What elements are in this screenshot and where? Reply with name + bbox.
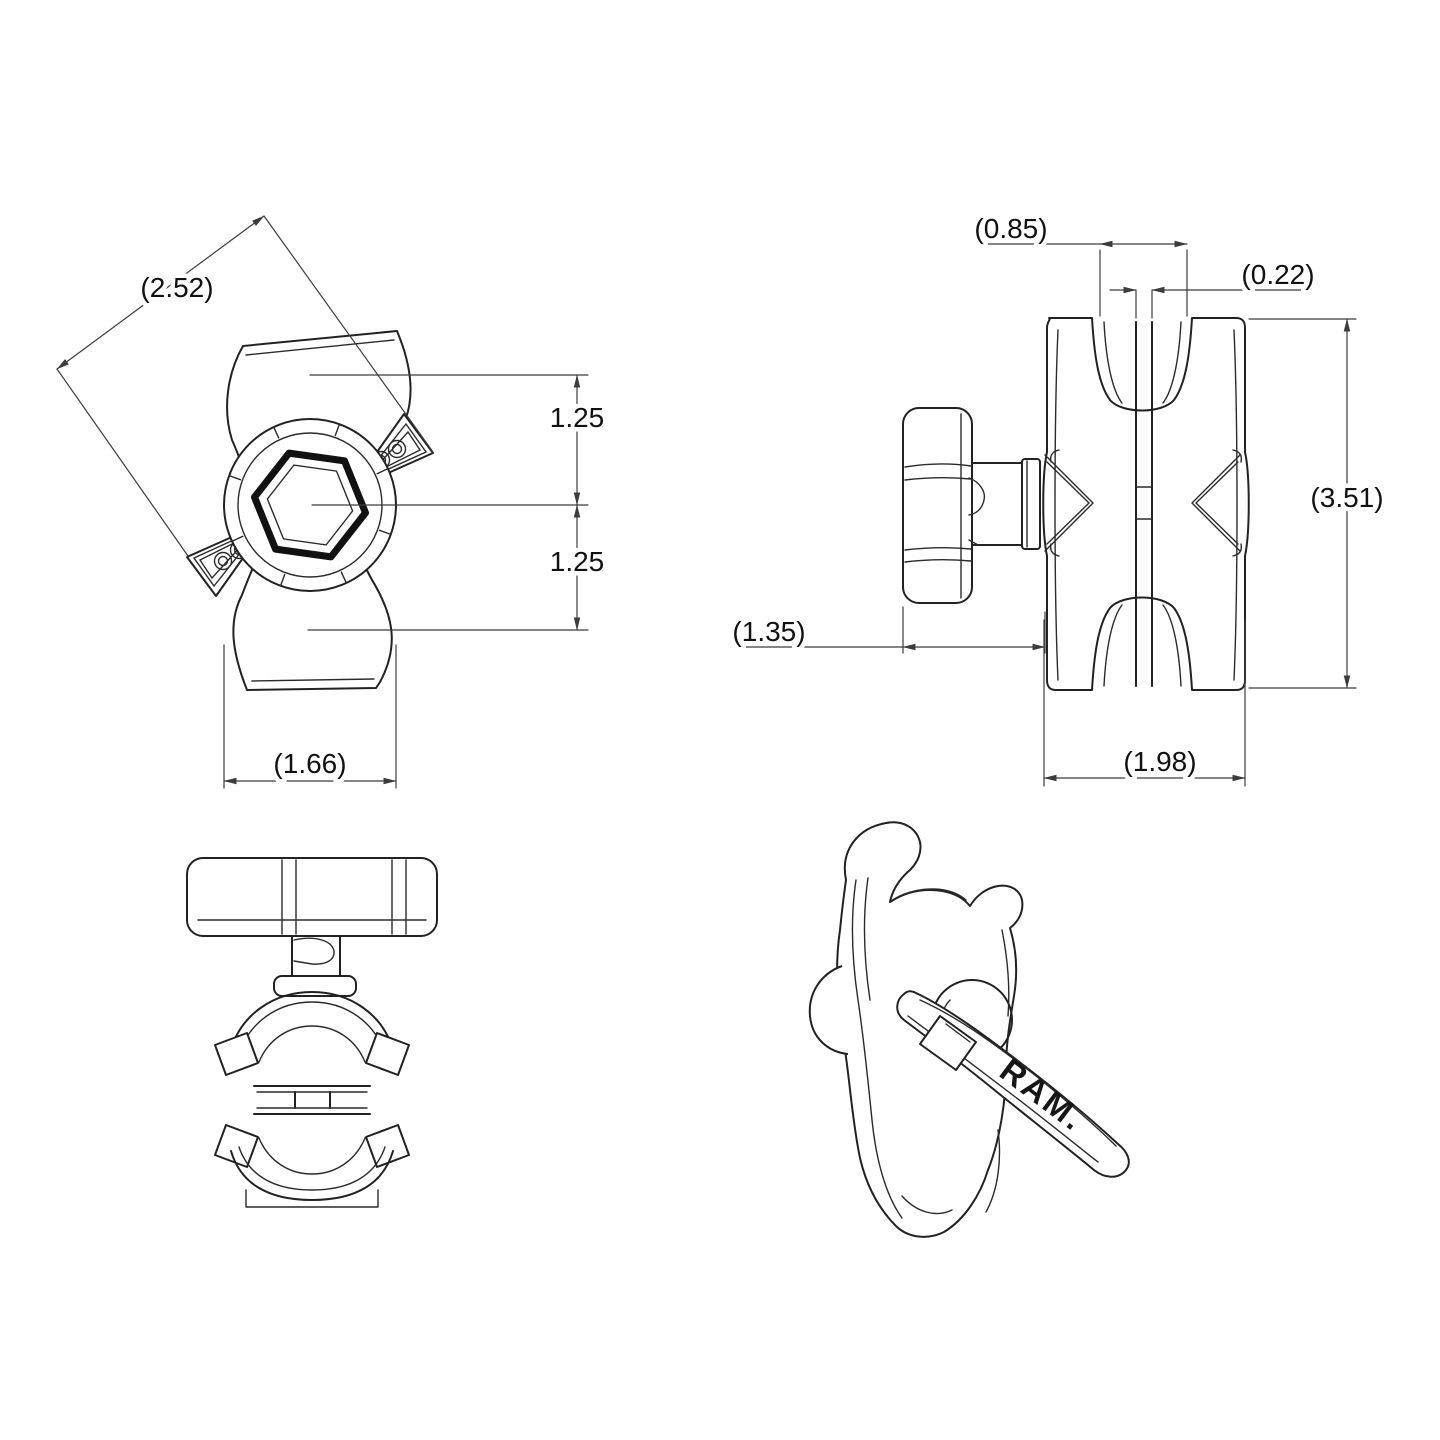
dim-label-front-lower-half: 1.25 bbox=[550, 546, 605, 577]
hex-socket bbox=[251, 449, 369, 561]
dim-label-side-knob-depth: (1.35) bbox=[732, 616, 805, 647]
front-view-drawing: (2.52) 1.25 1.25 (1.66) bbox=[56, 215, 609, 789]
dim-label-front-upper-half: 1.25 bbox=[550, 402, 605, 433]
part-outline bbox=[902, 317, 1250, 691]
dim-label-side-cup-opening: (0.85) bbox=[974, 213, 1047, 244]
dim-label-side-width: (1.98) bbox=[1123, 746, 1196, 777]
part-outline bbox=[186, 330, 434, 691]
side-view-drawing: (0.85) (0.22) (3.51) (1.35) (1.98) bbox=[728, 209, 1388, 787]
dim-label-side-slot-gap: (0.22) bbox=[1241, 259, 1314, 290]
dimension-lines bbox=[736, 240, 1357, 787]
dimension-lines bbox=[56, 215, 589, 789]
knob-bar-top bbox=[186, 857, 438, 937]
top-view-drawing bbox=[186, 857, 438, 1208]
part-outline bbox=[186, 857, 438, 1208]
perspective-view-drawing: RAM. bbox=[808, 821, 1130, 1238]
knob-head-side bbox=[902, 407, 973, 604]
knurl-ticks bbox=[228, 423, 392, 587]
dim-label-side-height: (3.51) bbox=[1310, 482, 1383, 513]
dim-label-front-width: (1.66) bbox=[273, 748, 346, 779]
dim-label-front-diagonal: (2.52) bbox=[140, 272, 213, 303]
part-outline bbox=[808, 821, 1130, 1238]
